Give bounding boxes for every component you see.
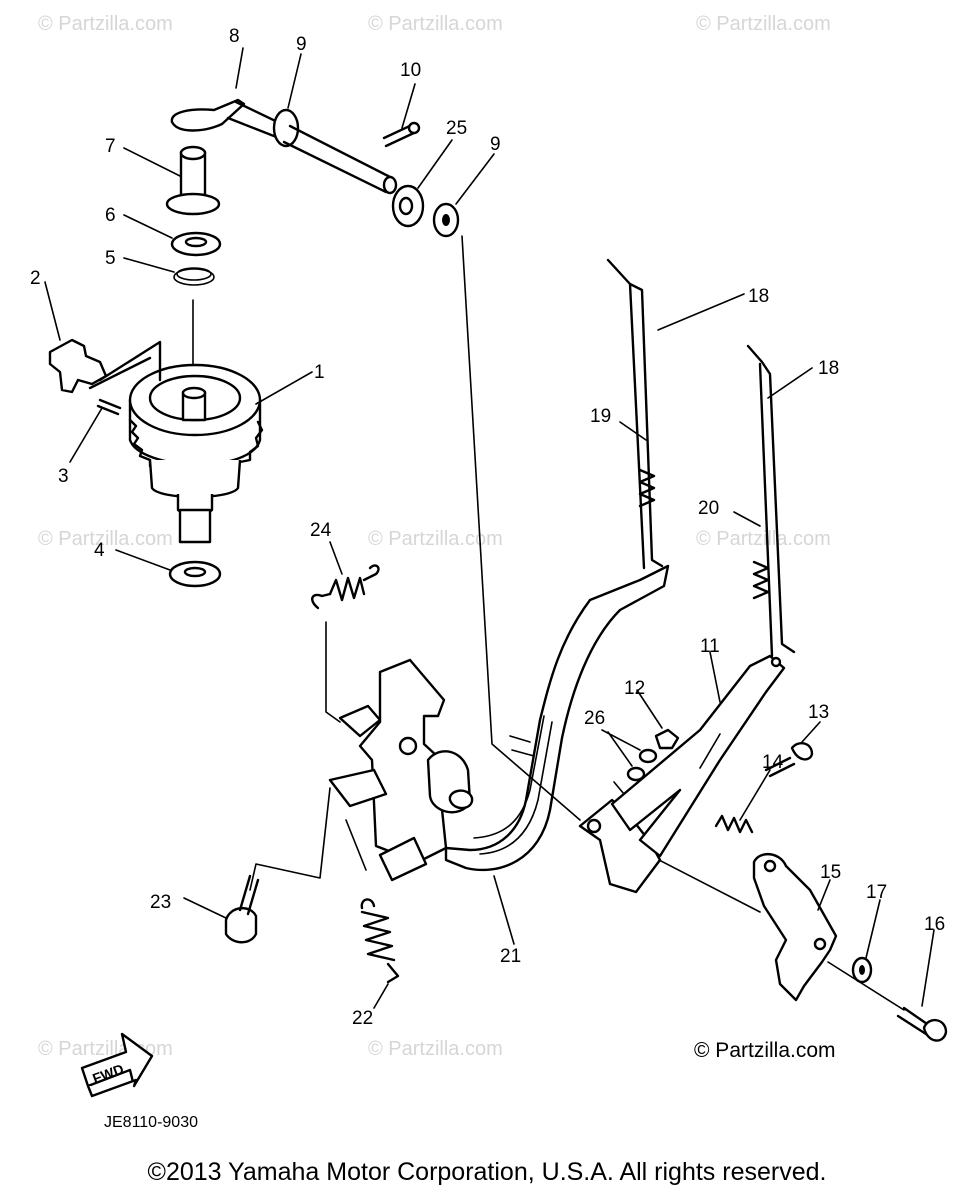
callout-26: 26 [584, 708, 605, 729]
callout-5: 5 [105, 248, 116, 269]
part-9-washer [432, 202, 460, 238]
callout-14: 14 [762, 752, 784, 773]
alignment-line-bolt-23 [249, 787, 331, 891]
part-20-spring [752, 560, 770, 600]
part-4-washer [168, 560, 222, 588]
callout-23: 23 [150, 892, 171, 913]
callout-19: 19 [590, 406, 611, 427]
part-18-rod-right [746, 344, 796, 658]
part-18-rod-left [606, 258, 664, 570]
alignment-line-screw-16 [827, 961, 905, 1011]
callout-2: 2 [30, 268, 41, 289]
callout-9-right: 9 [490, 134, 501, 155]
part-17-washer [851, 956, 873, 984]
part-25-bushing [391, 184, 425, 228]
callout-16: 16 [924, 914, 945, 935]
callout-18-left: 18 [748, 286, 769, 307]
part-13-bolt [764, 742, 814, 778]
copyright-notice: ©2013 Yamaha Motor Corporation, U.S.A. A… [147, 1158, 827, 1186]
part-11-control-lever [578, 654, 786, 894]
watermark-top-right: © Partzilla.com [696, 13, 831, 35]
partzilla-credit: © Partzilla.com [694, 1039, 836, 1062]
part-26-washers [613, 748, 658, 795]
watermark-mid-center: © Partzilla.com [368, 528, 503, 550]
part-12-nut [654, 728, 680, 750]
part-16-screw [896, 1006, 948, 1042]
part-2-governor-weight [48, 338, 162, 394]
alignment-line-spring-22 [345, 819, 367, 871]
callout-11: 11 [700, 636, 720, 657]
callout-6: 6 [105, 205, 116, 226]
watermarks: © Partzilla.com © Partzilla.com © Partzi… [38, 13, 831, 1060]
callout-1: 1 [314, 362, 325, 383]
callout-9-top: 9 [296, 34, 307, 55]
callout-13: 13 [808, 702, 829, 723]
callout-10: 10 [400, 60, 421, 81]
callout-24: 24 [310, 520, 332, 541]
callout-4: 4 [94, 540, 105, 561]
callout-7: 7 [105, 136, 116, 157]
watermark-top-center: © Partzilla.com [368, 13, 503, 35]
part-5-clip [173, 267, 215, 286]
alignment-line-shaft [461, 235, 581, 821]
callout-15: 15 [820, 862, 841, 883]
leader-lines [44, 47, 935, 1009]
part-23-bolt [224, 874, 260, 944]
callout-22: 22 [352, 1008, 373, 1029]
callout-labels: 8 9 10 25 9 7 6 5 2 1 3 4 24 18 19 18 20… [30, 26, 945, 1029]
callout-18-right: 18 [818, 358, 839, 379]
part-7-shaft [165, 145, 221, 216]
part-19-spring [638, 468, 656, 508]
callout-3: 3 [58, 466, 69, 487]
part-6-washer [170, 231, 222, 257]
part-15-lever [752, 853, 838, 1002]
part-14-spring [714, 814, 754, 834]
callout-20: 20 [698, 498, 719, 519]
part-10-pin [382, 121, 421, 148]
watermark-mid-right: © Partzilla.com [696, 528, 831, 550]
part-24-spring [311, 564, 380, 723]
callout-17: 17 [866, 882, 887, 903]
watermark-top-left: © Partzilla.com [38, 13, 173, 35]
callout-8: 8 [229, 26, 240, 47]
part-1-governor-gear [128, 363, 264, 544]
callout-25: 25 [446, 118, 467, 139]
drawing-code: JE8110-9030 [104, 1114, 198, 1131]
callout-12: 12 [624, 678, 645, 699]
part-22-spring [360, 898, 400, 984]
part-3-pin [96, 398, 122, 416]
part-21-bracket [328, 564, 670, 882]
callout-21: 21 [500, 946, 521, 967]
watermark-bottom-center: © Partzilla.com [368, 1038, 503, 1060]
watermark-mid-left: © Partzilla.com [38, 528, 173, 550]
part-8-governor-lever-shaft [170, 98, 398, 195]
